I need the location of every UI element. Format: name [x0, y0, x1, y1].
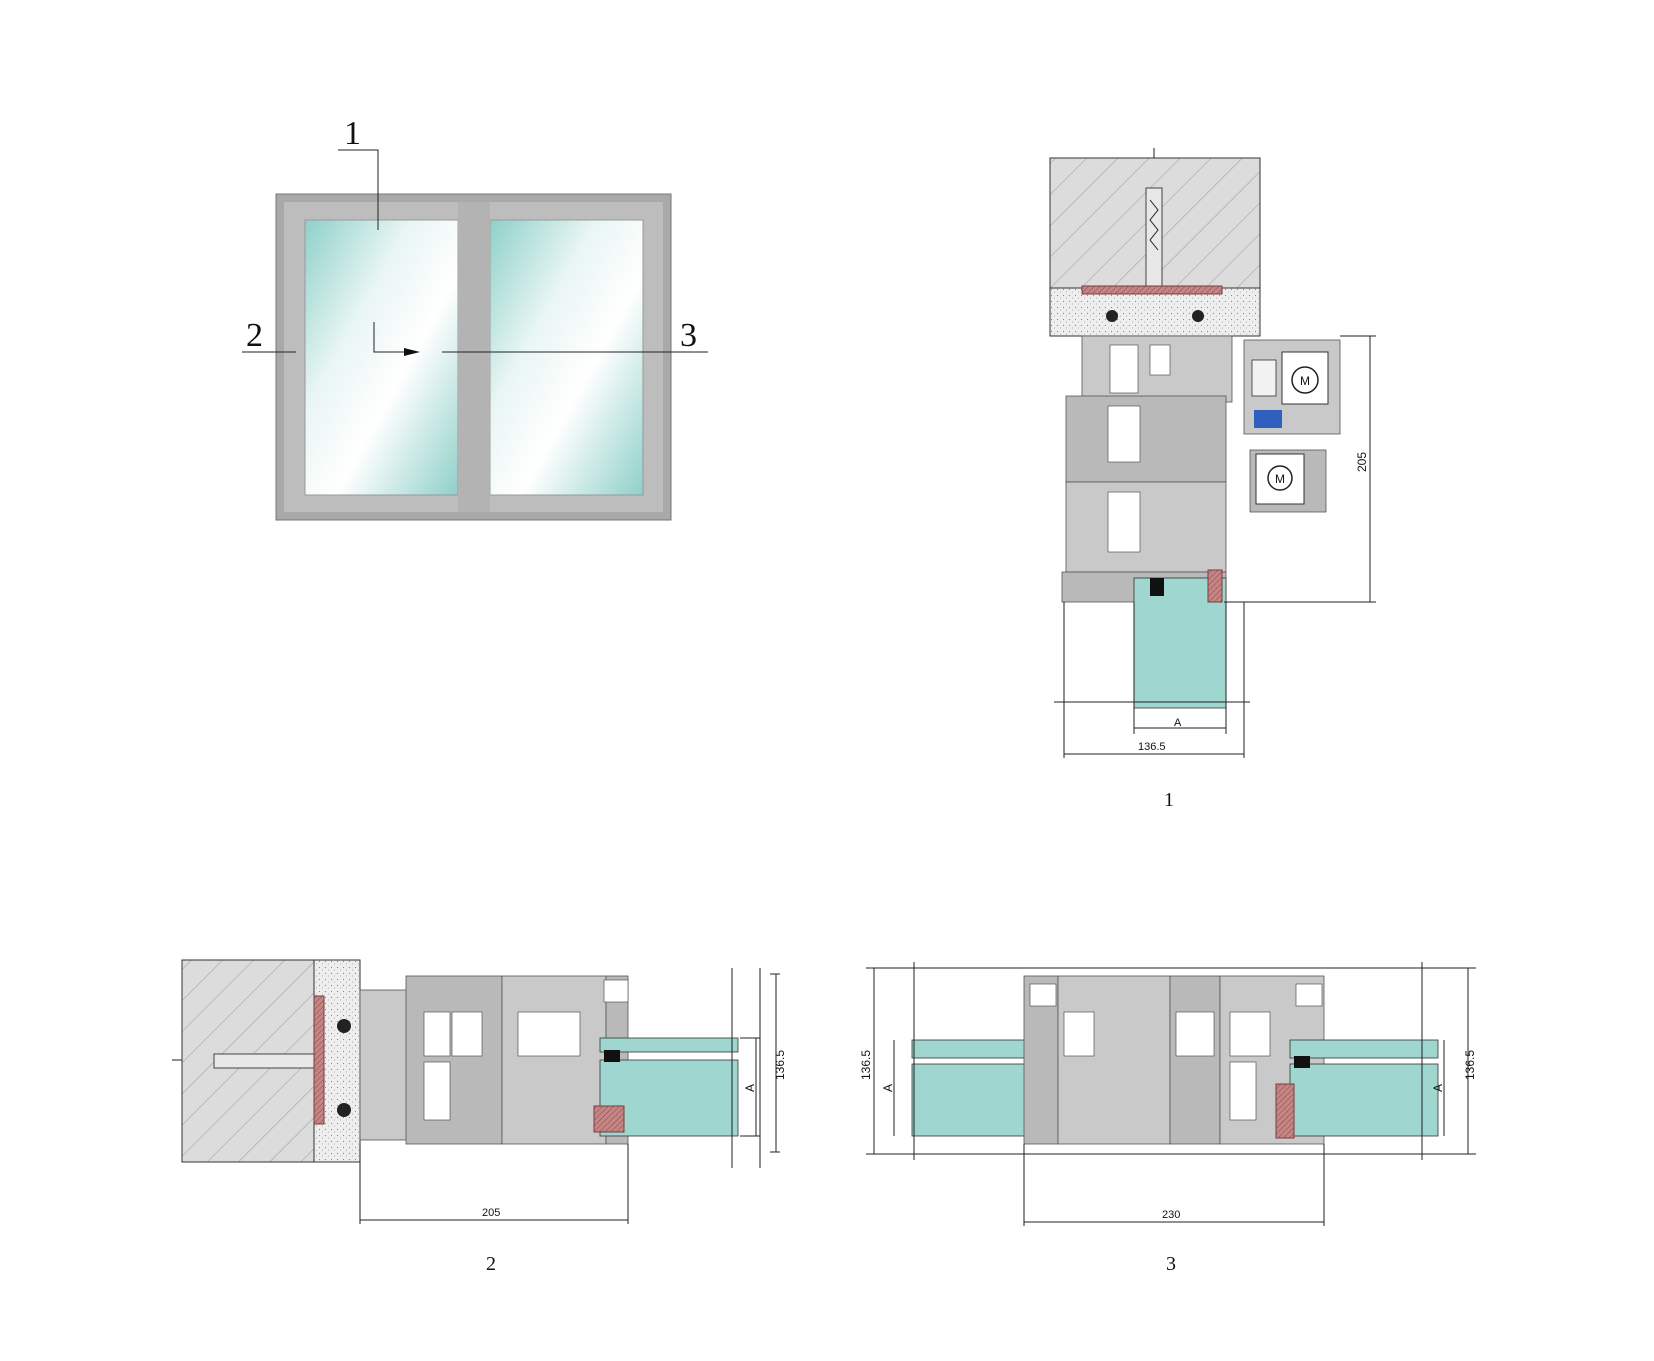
plaster-layer [1049, 287, 1261, 337]
window-elevation: 1 2 3 [242, 115, 708, 521]
motor-label-upper: M [1300, 374, 1310, 388]
dim-205: 205 [482, 1207, 500, 1219]
callout-1: 1 [344, 115, 361, 152]
caption-3: 3 [1166, 1253, 1176, 1275]
right-sash-profile [1169, 975, 1221, 1145]
dim-A: A [743, 1084, 757, 1092]
dim-A: A [1174, 717, 1182, 729]
dim-205: 205 [1355, 452, 1369, 472]
dim-A-right: A [1431, 1084, 1445, 1092]
middle-profile [501, 975, 607, 1145]
motor-label-lower: M [1275, 472, 1285, 486]
sash-profile [405, 975, 503, 1145]
dim-136-5-left: 136.5 [859, 1050, 873, 1080]
section-2-jamb-detail: A 136.5 205 2 [172, 959, 787, 1275]
steel-bracket [1081, 285, 1223, 295]
screw-left [1106, 310, 1118, 322]
dim-230: 230 [1162, 1209, 1180, 1221]
motor-housing-lower: M [1249, 449, 1327, 513]
opening-arrowhead [404, 348, 420, 356]
section-1-head-detail: M M 205 A 136.5 1 [1049, 148, 1376, 811]
dim-136-5-right: 136.5 [1463, 1050, 1477, 1080]
caption-1: 1 [1164, 789, 1174, 811]
dim-136-5: 136.5 [773, 1050, 787, 1080]
screw-top [337, 1019, 351, 1033]
anchor-bolt [1145, 187, 1163, 289]
sash-profile-bottom [1065, 481, 1227, 573]
dim-136-5: 136.5 [1138, 741, 1166, 753]
center-profile [1057, 975, 1171, 1145]
screw-right [1192, 310, 1204, 322]
leader-1 [338, 149, 379, 230]
caption-2: 2 [486, 1253, 496, 1275]
right-glass-pane [489, 219, 644, 496]
motor-housing-upper: M [1243, 339, 1341, 435]
right-glass-inner [1289, 1063, 1439, 1137]
glass-pane-outer [599, 1037, 739, 1053]
center-mullion [458, 202, 490, 512]
steel-bracket [313, 995, 325, 1125]
callout-2: 2 [246, 317, 263, 354]
screw-bottom [337, 1103, 351, 1117]
callout-3: 3 [680, 317, 697, 354]
sash-profile-top [1065, 395, 1227, 483]
opening-arrow [373, 322, 410, 353]
dim-A-left: A [881, 1084, 895, 1092]
right-glass-outer [1289, 1039, 1439, 1059]
section-3-mullion-detail: 136.5 A A 136.5 230 3 [859, 962, 1477, 1275]
left-glass-pane [304, 219, 459, 496]
anchor-bolt [213, 1053, 315, 1069]
